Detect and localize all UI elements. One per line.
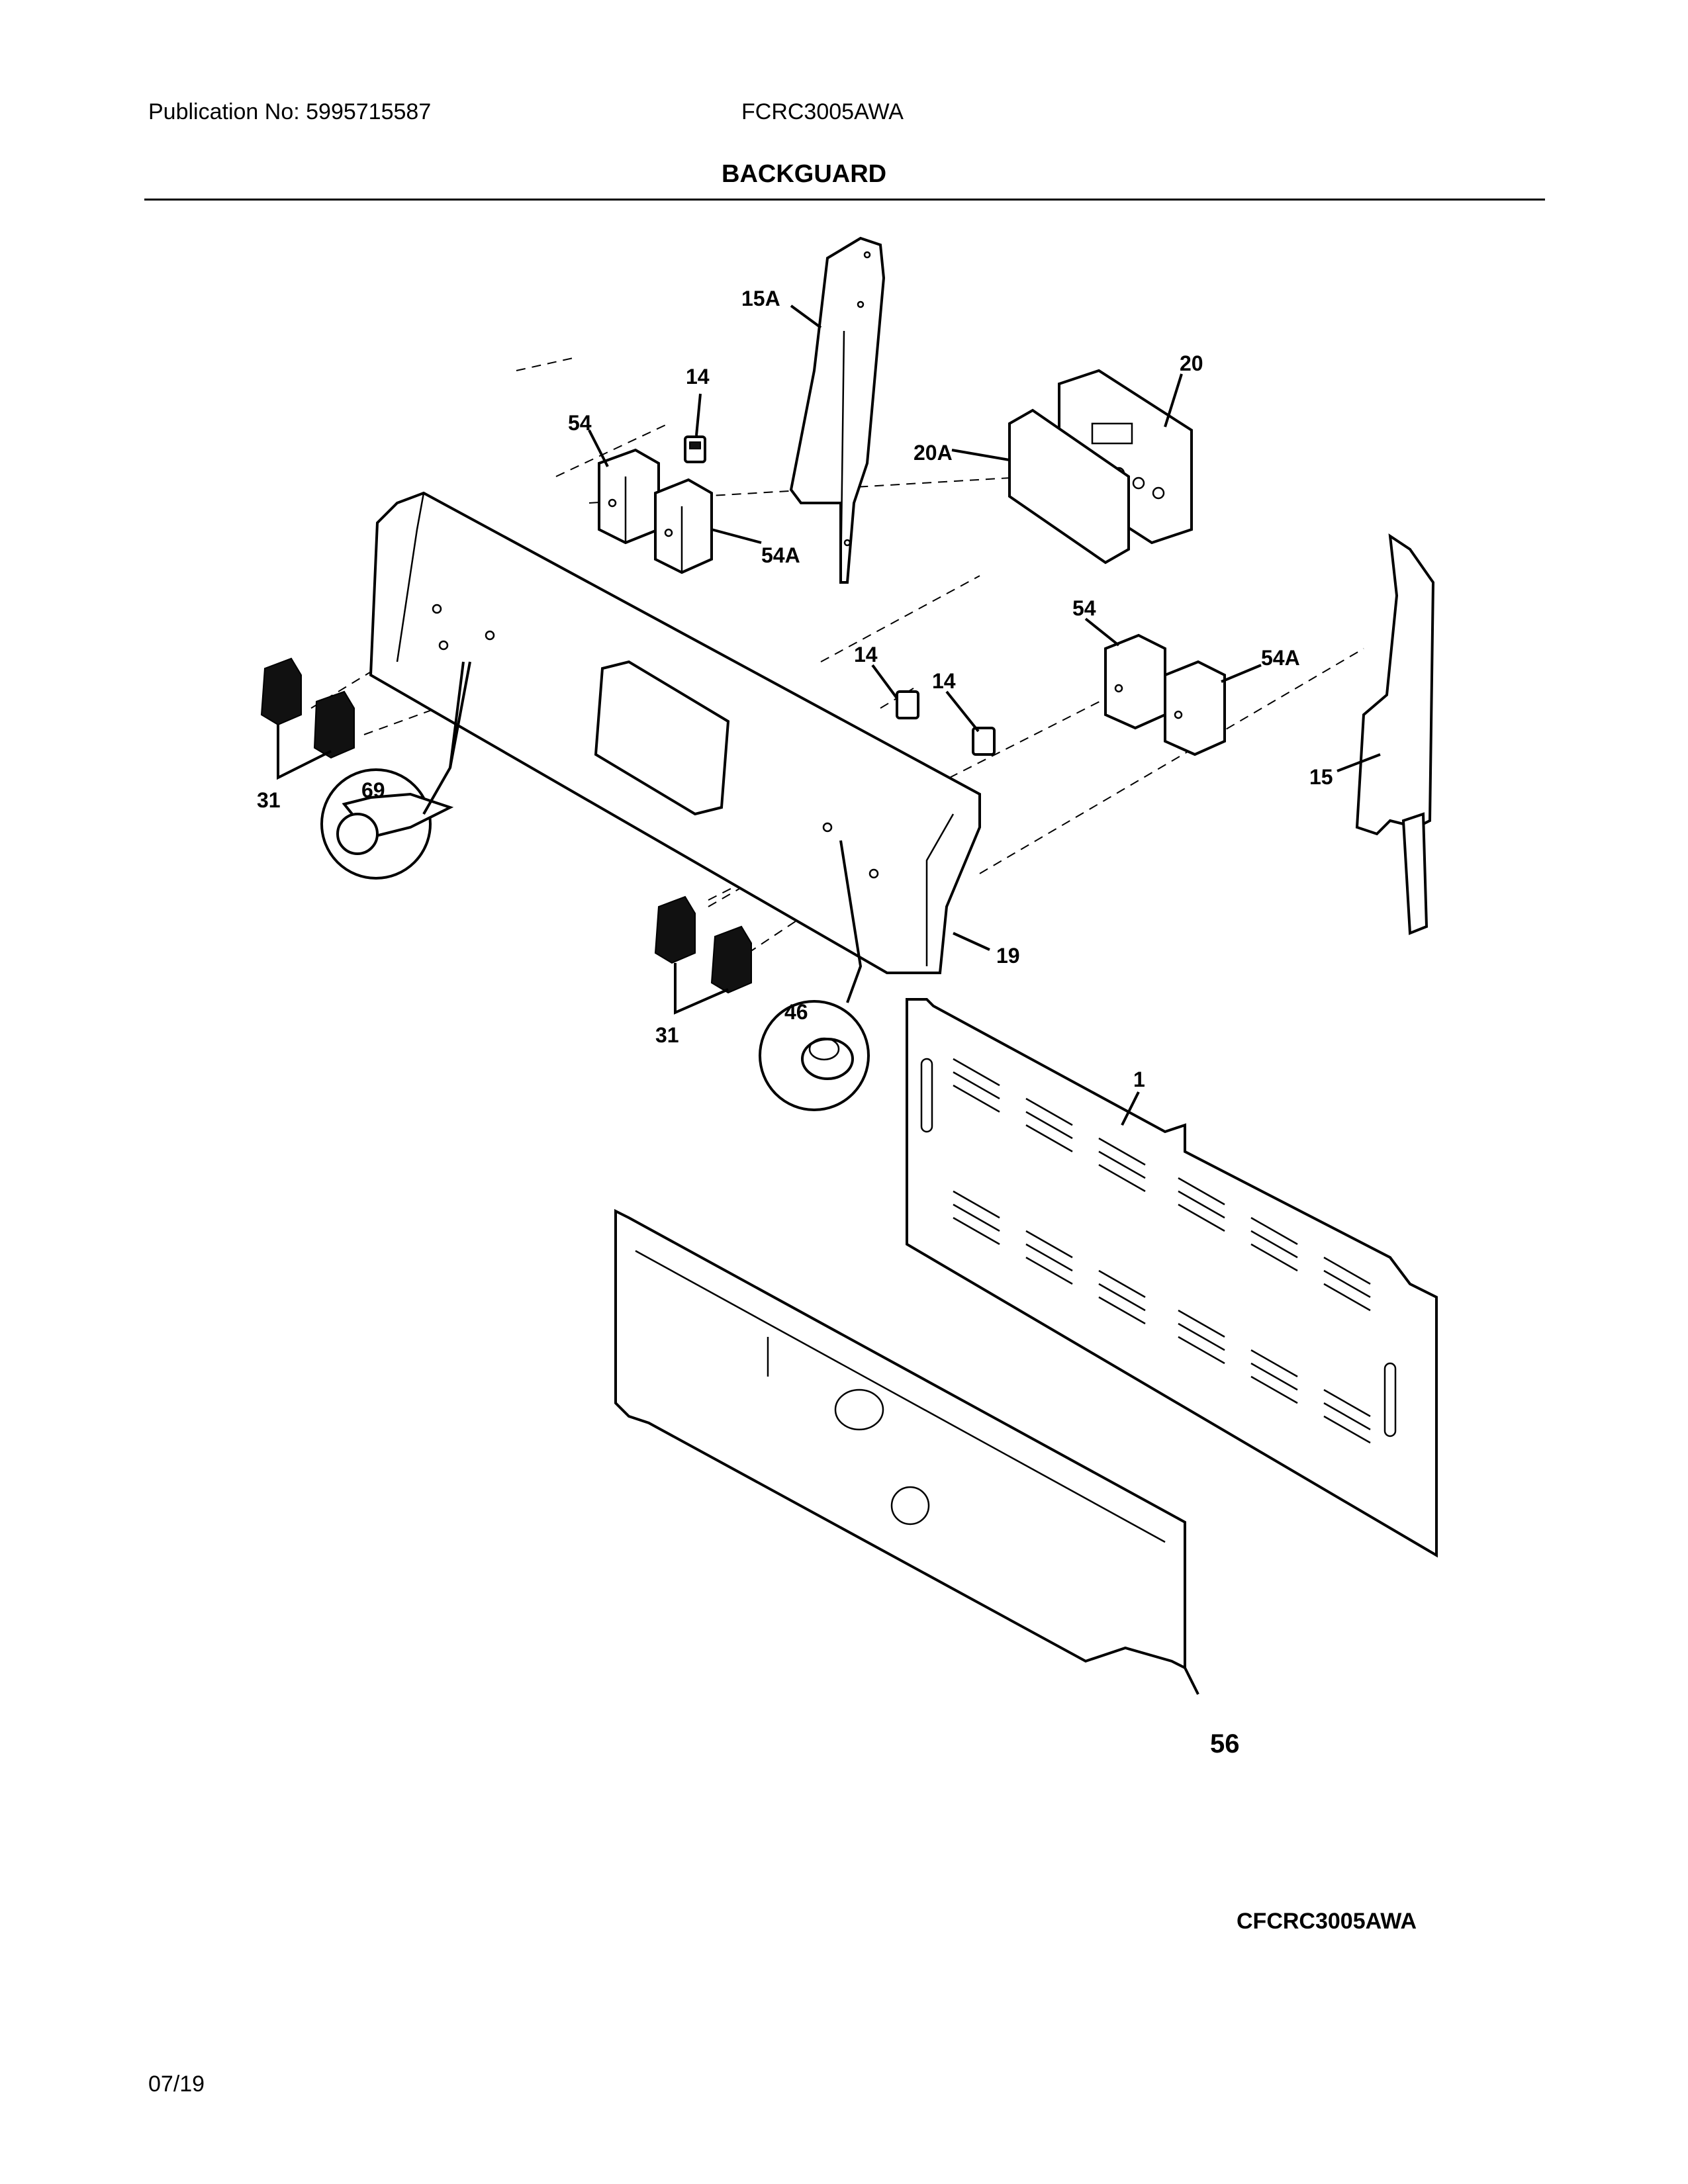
model-number: FCRC3005AWA (741, 99, 904, 124)
publication-number: Publication No: 5995715587 (148, 99, 432, 124)
diagram-code: CFCRC3005AWA (1237, 1909, 1417, 1934)
callout-15a: 15A (741, 287, 780, 310)
callout-15: 15 (1309, 765, 1333, 789)
revision-date: 07/19 (148, 2071, 205, 2097)
part-31-knob-center-b (710, 925, 752, 994)
callout-labels: 15A 14 54 20 20A 54A 14 54 14 54A 31 69 … (257, 287, 1333, 1758)
part-14-switch-mid-a (896, 690, 919, 719)
header-rule (144, 199, 1545, 201)
part-19-backguard-panel (369, 491, 981, 974)
callout-31-center: 31 (655, 1023, 679, 1047)
part-31-knob-center-a (654, 895, 696, 964)
callout-31-left: 31 (257, 788, 281, 812)
callout-14-mid-b: 14 (932, 669, 956, 693)
callout-56: 56 (1210, 1729, 1240, 1758)
part-1-rear-panel (906, 998, 1438, 1558)
callout-69: 69 (361, 778, 385, 802)
detail-46-plug-button (759, 840, 870, 1111)
part-31-knob-left-a (260, 657, 302, 726)
callout-20a: 20A (914, 441, 953, 465)
part-54a-infinite-switch-top (654, 478, 713, 574)
part-54-infinite-switch-right (1104, 633, 1166, 730)
part-31-knob-left-b (313, 690, 355, 759)
part-15-end-bracket (1355, 533, 1435, 935)
part-14-switch-top (684, 435, 706, 463)
leader-lines (277, 304, 1381, 1695)
part-20a-overlay (1008, 408, 1130, 565)
callout-14-mid-a: 14 (854, 643, 878, 666)
page-title: BACKGUARD (722, 160, 887, 188)
part-54a-infinite-switch-right (1164, 660, 1226, 756)
callout-46: 46 (784, 1000, 808, 1024)
part-14-switch-mid-b (972, 727, 996, 756)
callout-14-top: 14 (686, 365, 710, 388)
part-15a-end-bracket (789, 236, 886, 584)
callout-1: 1 (1133, 1068, 1145, 1091)
callout-54a-top: 54A (761, 543, 800, 567)
callout-19: 19 (996, 944, 1020, 968)
callout-54-right: 54 (1072, 596, 1096, 620)
callout-20: 20 (1180, 351, 1203, 375)
part-54-infinite-switch-top (598, 448, 660, 545)
detail-69-screw (320, 661, 471, 880)
callout-54a-right: 54A (1261, 646, 1300, 670)
callout-54-top: 54 (568, 411, 592, 435)
part-56-lower-panel (614, 1208, 1186, 1670)
